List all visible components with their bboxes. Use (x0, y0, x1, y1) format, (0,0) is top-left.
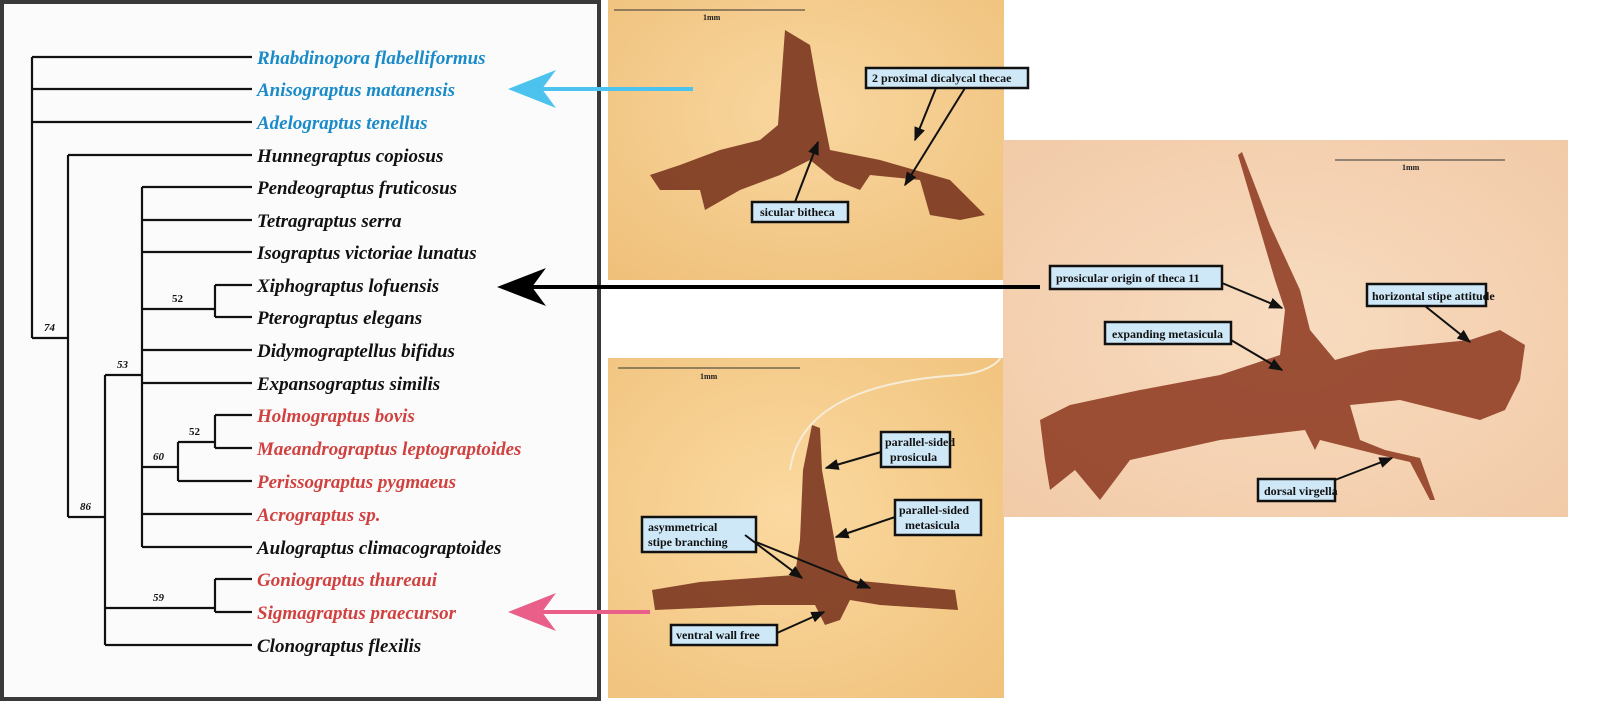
specimen (1040, 152, 1525, 500)
support-values: 74 86 53 52 60 52 59 (44, 293, 201, 604)
callout-label: parallel-sided (899, 503, 969, 517)
taxon-labels: Rhabdinopora flabelliformus Anisograptus… (256, 48, 521, 657)
taxon-label: Clonograptus flexilis (257, 636, 421, 657)
support-value: 60 (153, 451, 165, 463)
taxon-label: Maeandrograptus leptograptoides (256, 439, 521, 460)
support-value: 52 (172, 293, 184, 305)
taxon-label: Pendeograptus fruticosus (256, 178, 457, 199)
support-value: 74 (44, 322, 56, 334)
callout-label: stipe branching (648, 535, 728, 549)
tree-frame (0, 0, 601, 701)
taxon-label: Expansograptus similis (256, 374, 440, 395)
taxon-label: Goniograptus thureaui (257, 570, 438, 591)
callout-label: prosicula (890, 450, 937, 464)
scale-bar-label: 1mm (1402, 163, 1420, 172)
support-value: 86 (80, 501, 92, 513)
scale-bar-label: 1mm (703, 13, 721, 22)
taxon-label: Pterograptus elegans (256, 308, 422, 329)
support-value: 59 (153, 592, 165, 604)
taxon-label: Tetragraptus serra (257, 211, 402, 232)
support-value: 52 (189, 426, 201, 438)
callout-label: asymmetrical (648, 520, 718, 534)
taxon-label: Adelograptus tenellus (256, 113, 428, 134)
support-value: 53 (117, 359, 129, 371)
callout-label: horizontal stipe attitude (1372, 289, 1495, 303)
callout-label: metasicula (905, 518, 960, 532)
connector-arrow-black (497, 268, 1040, 306)
taxon-label: Hunnegraptus copiosus (256, 146, 443, 167)
specimen (650, 30, 985, 220)
taxon-label: Aulograptus climacograptoides (256, 538, 501, 559)
specimen-photo-bottom: 1mm parallel-sided prosicula parallel-si… (608, 357, 1004, 698)
callout-label: ventral wall free (676, 628, 760, 642)
taxon-label: Sigmagraptus praecursor (257, 603, 457, 624)
phylogenetic-tree-panel: 74 86 53 52 60 52 59 Rhabdinopora flabel… (0, 0, 601, 701)
callout-label: parallel-sided (885, 435, 955, 449)
taxon-label: Didymograptellus bifidus (256, 341, 455, 362)
specimen-photo-top: 1mm 2 proximal dicalycal thecae sicular … (608, 0, 1030, 280)
tree-branches (30, 55, 252, 647)
taxon-label: Acrograptus sp. (256, 505, 381, 526)
connector-arrow-pink (508, 593, 650, 631)
taxon-label: Anisograptus matanensis (256, 80, 455, 101)
taxon-label: Xiphograptus lofuensis (256, 276, 439, 297)
specimen-photo-right: 1mm prosicular origin of theca 11 expand… (1003, 140, 1568, 517)
specimen (652, 425, 958, 625)
connector-arrow-blue (508, 70, 693, 108)
taxon-label: Perissograptus pygmaeus (256, 472, 456, 493)
taxon-label: Holmograptus bovis (256, 406, 415, 427)
callout-label: dorsal virgella (1264, 484, 1338, 498)
callout-label: sicular bitheca (760, 205, 835, 219)
callout-label: expanding metasicula (1112, 327, 1223, 341)
taxon-label: Rhabdinopora flabelliformus (256, 48, 486, 69)
callout-label: prosicular origin of theca 11 (1056, 271, 1200, 285)
taxon-label: Isograptus victoriae lunatus (256, 243, 477, 264)
scale-bar-label: 1mm (700, 372, 718, 381)
callout-label: 2 proximal dicalycal thecae (872, 71, 1012, 85)
